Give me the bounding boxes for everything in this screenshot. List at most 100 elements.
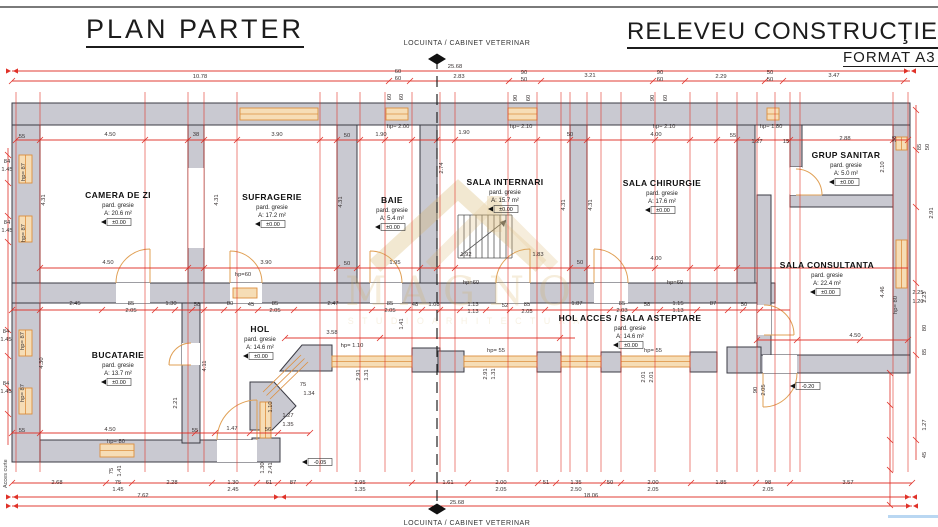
dimension-text: hp= 2.10 [510,124,533,130]
dimension-text: 4.31 [338,196,344,207]
dim-tick [8,306,16,314]
dim-tick [506,306,514,314]
dim-tick [912,436,920,444]
room-level: ±0.00 [821,290,835,296]
level-marker-icon [243,353,248,359]
dim-tick [451,264,459,272]
room-floor: pard. gresie [102,203,134,209]
dimension-text: 2.21 [173,397,179,408]
dimension-text: hp=60 [235,272,251,278]
dim-tick [128,479,136,487]
dim-tick [566,136,574,144]
dim-tick [908,479,916,487]
dimension-text: 61 [266,480,272,486]
room-floor: pard. gresie [244,337,276,343]
dim-tick [713,136,721,144]
dimension-text: 1.90 [375,132,386,138]
dimension-text: hp= 2.00 [387,124,410,130]
dim-tick [406,77,414,85]
room-area: A: 15.7 m² [491,198,519,204]
dim-tick [686,264,694,272]
room-level: ±0.00 [112,220,126,226]
dim-tick [184,264,192,272]
dim-tick [753,336,761,344]
dimension-text: 50 [741,302,747,308]
door-arc [762,372,798,408]
dimension-text: 80 [922,325,928,331]
room-name: SUFRAGERIE [242,192,302,202]
dimension-text: 85 [619,301,625,307]
dimension-text: hp= 87 [20,384,26,402]
dim-tick [274,479,282,487]
room-name: BUCATARIE [92,350,144,360]
dim-tick [886,466,894,474]
dimension-text: 4.31 [41,194,47,205]
dim-tick [537,77,545,85]
dimension-text: 4.11 [202,361,208,372]
level-marker-icon [375,224,380,230]
dimension-text: 85 [272,301,278,307]
dim-tick [333,136,341,144]
dimension-text: 4.50 [102,260,113,266]
room-area: A: 22.4 m² [813,281,841,287]
dimension-text: 1.90 [458,130,469,136]
door-arc [495,248,531,284]
dimension-text: 1.10 [268,401,274,412]
dim-tick [220,306,228,314]
dimension-text: 85 [922,349,928,355]
dim-tick [793,336,801,344]
dim-tick [504,136,512,144]
dimension-text: 1.35 [282,422,293,428]
dimension-text: 2.47 [327,301,338,307]
room-area: A: 13.7 m² [104,371,132,377]
dimension-text: 1.41 [117,465,123,476]
dim-tick [36,306,44,314]
dim-tick [8,479,16,487]
door-arc [369,250,403,284]
dim-tick [306,429,314,437]
room-area: A: 14.6 m² [246,345,274,351]
watermark-part: S T U D I O A R H I T E C T U R A [348,316,583,326]
dimension-text: 1.08 [428,302,439,308]
dimension-text: 2.05 [495,487,506,493]
dim-tick [904,136,912,144]
dim-tick [141,136,149,144]
dimension-text: 3.47 [828,73,839,79]
dimension-text: 2.03 [616,308,627,314]
dim-tick [912,351,920,359]
stair-arrowhead [500,220,506,227]
dim-arrow [274,494,279,500]
room-floor: pard. gresie [811,273,843,279]
door-opening [790,167,802,195]
dimension-text: 2.01 [649,371,655,382]
dimension-text: 4.00 [650,256,661,262]
dim-tick [464,479,472,487]
dimension-text: 60 [395,76,401,82]
dim-tick [333,264,341,272]
dimension-text: 56 [265,427,271,433]
dim-tick [8,429,16,437]
dimension-text: 2.41 [268,462,274,473]
dim-arrow [6,503,11,509]
dim-tick [151,306,159,314]
room-level: ±0.00 [840,180,854,186]
dim-tick [456,306,464,314]
dim-arrow [13,503,18,509]
dimension-text: 7.62 [137,493,148,499]
dimension-text: 1.13 [672,308,683,314]
level-box [834,178,860,186]
level-box [248,352,274,360]
room-floor: pard. gresie [376,208,408,214]
dim-tick [4,410,12,418]
dim-tick [4,212,12,220]
level-marker-icon [810,289,815,295]
dim-tick [36,264,44,272]
dim-tick [246,429,254,437]
dimension-text: 25.68 [448,64,463,70]
door-opening [182,343,200,365]
room-name: SALA CONSULTANTA [780,260,874,270]
dim-tick [733,264,741,272]
wall [181,302,201,444]
dim-tick [752,479,760,487]
dimension-text: 50 [344,133,350,139]
